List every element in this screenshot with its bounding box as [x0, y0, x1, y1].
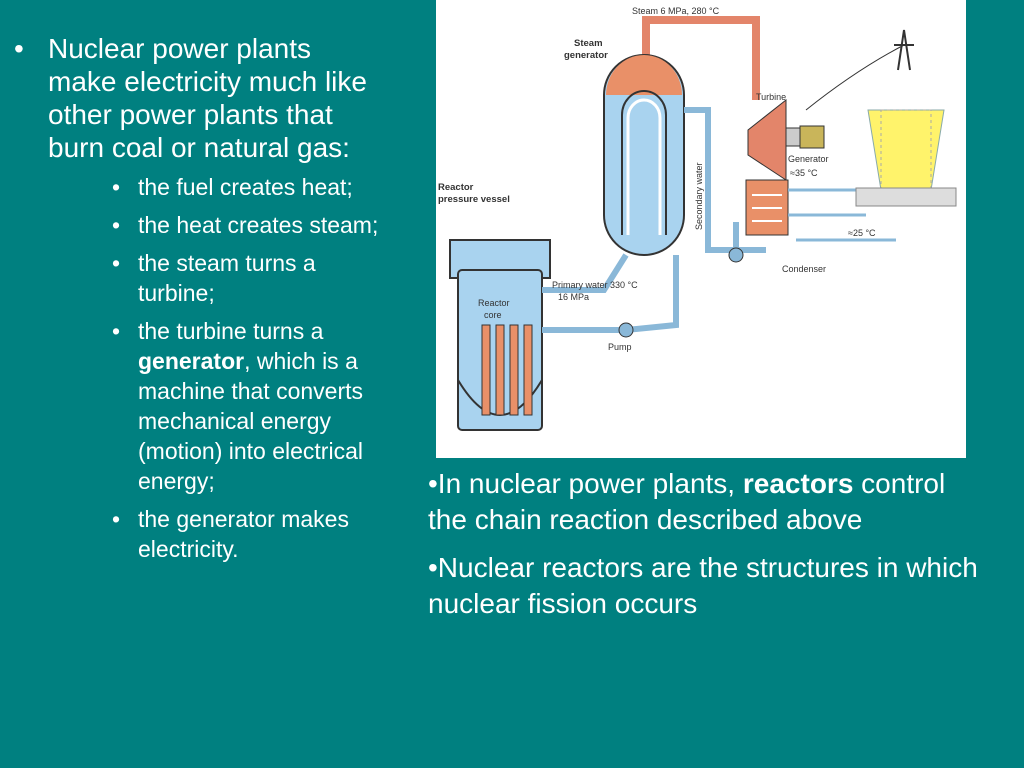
pump-label: Pump — [608, 342, 632, 352]
generator-term: generator — [138, 348, 245, 374]
bullet-dot: • — [112, 212, 121, 238]
fuel-rod — [495, 324, 505, 416]
sub-bullet-text: the turbine turns a generator, which is … — [138, 316, 386, 496]
secondary-water-label: Secondary water — [694, 162, 704, 230]
sub-bullet-text: the fuel creates heat; — [138, 174, 353, 200]
turbine-body — [747, 98, 787, 181]
primary-pump — [618, 322, 634, 338]
cooling-tower — [867, 109, 945, 191]
steam-generator-label-1: Steam — [574, 38, 603, 49]
primary-hot-leg — [542, 253, 629, 293]
diagram-svg: Steam 6 MPa, 280 °C Steam generator Seco… — [438, 6, 957, 431]
turbine-label: Turbine — [756, 92, 786, 102]
sub-bullet-item: • the fuel creates heat; — [112, 172, 386, 202]
sub-bullet-post: , which is a machine that converts mecha… — [138, 348, 364, 494]
sub-bullet-item: • the turbine turns a generator, which i… — [112, 316, 386, 496]
fuel-rod — [481, 324, 491, 416]
bullet-dot: • — [112, 174, 121, 200]
main-bullet-text: Nuclear power plants make electricity mu… — [48, 33, 367, 163]
reactor-vessel-label-2: pressure vessel — [438, 194, 510, 205]
cooling-water-lines — [788, 188, 896, 242]
right-text-column: •In nuclear power plants, reactors contr… — [428, 466, 988, 634]
primary-water-label-1: Primary water 330 °C — [552, 280, 638, 290]
fuel-rod — [523, 324, 533, 416]
reactor-core-label-1: Reactor — [478, 298, 510, 308]
cooling-tower-base — [855, 187, 957, 207]
generator-body — [799, 125, 825, 149]
sub-bullet-text: the steam turns a turbine; — [138, 250, 316, 306]
temp-25-label: ≈25 °C — [848, 228, 876, 238]
left-text-column: • Nuclear power plants make electricity … — [14, 32, 386, 572]
power-pylon — [894, 29, 914, 71]
reactor-paragraph-2: •Nuclear reactors are the structures in … — [428, 552, 978, 619]
p1-post: control the chain reaction described abo… — [428, 468, 946, 535]
sub-bullet-list: • the fuel creates heat; • the heat crea… — [14, 172, 386, 564]
cooling-tower-outline — [880, 109, 932, 191]
secondary-water-pipe — [684, 107, 739, 253]
condenser-label: Condenser — [782, 264, 826, 274]
steam-generator-tubes — [621, 90, 667, 235]
sub-bullet-item: • the steam turns a turbine; — [112, 248, 386, 308]
bullet-dot: • — [112, 250, 121, 276]
power-line — [805, 44, 905, 111]
p1-pre: •In nuclear power plants, — [428, 468, 743, 499]
nuclear-plant-diagram: Steam 6 MPa, 280 °C Steam generator Seco… — [436, 0, 966, 458]
generator-label: Generator — [788, 154, 829, 164]
bullet-dot: • — [14, 33, 24, 64]
primary-cold-leg — [542, 255, 679, 333]
secondary-pump — [728, 247, 744, 263]
bullet-dot: • — [112, 506, 121, 532]
steam-pipe — [642, 16, 760, 100]
steam-generator-label-2: generator — [564, 50, 608, 61]
sub-bullet-pre: the turbine turns a — [138, 318, 324, 344]
sub-bullet-text: the generator makes electricity. — [138, 506, 349, 562]
sub-bullet-item: • the heat creates steam; — [112, 210, 386, 240]
steam-generator-tubes-inner — [626, 98, 662, 235]
sub-bullet-text: the heat creates steam; — [138, 212, 379, 238]
reactor-paragraph-1: •In nuclear power plants, reactors contr… — [428, 466, 988, 538]
primary-water-label-2: 16 MPa — [558, 292, 589, 302]
steam-dome — [606, 55, 682, 95]
temp-35-label: ≈35 °C — [790, 168, 818, 178]
reactors-term: reactors — [742, 468, 854, 499]
bullet-dot: • — [112, 318, 121, 344]
reactor-core-label-2: core — [484, 310, 502, 320]
reactor-vessel-label-1: Reactor — [438, 182, 474, 193]
steam-label: Steam 6 MPa, 280 °C — [632, 6, 720, 16]
sub-bullet-item: • the generator makes electricity. — [112, 504, 386, 564]
fuel-rod — [509, 324, 519, 416]
main-bullet: • Nuclear power plants make electricity … — [14, 32, 386, 164]
